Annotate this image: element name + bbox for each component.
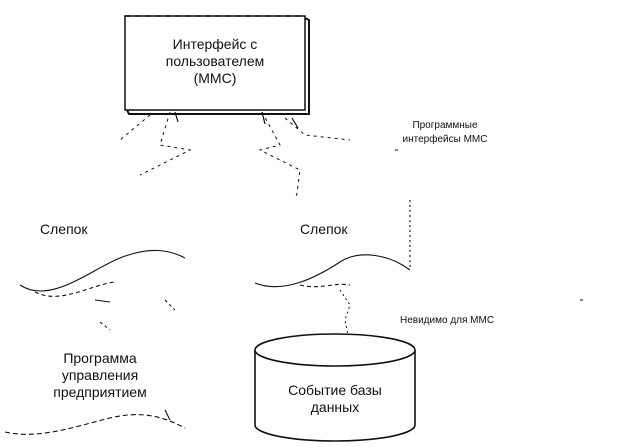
api-note-label: Программные интерфейсы ММС	[402, 120, 488, 145]
snapshot-mid-label: Слепок	[300, 221, 348, 237]
hmi-box-label: Интерфейс с пользователем (ММС)	[165, 36, 265, 86]
hmi-box	[124, 15, 310, 115]
snapshot-left-label: Слепок	[40, 221, 88, 237]
snapshot-mid-wave	[254, 200, 411, 288]
erp-connector	[99, 299, 176, 331]
snapshot-left-wave	[19, 249, 186, 303]
erp-wave	[4, 409, 186, 435]
api-connectors	[119, 111, 351, 201]
erp-program-label: Программа управления предприятием	[53, 350, 147, 400]
stray-marks	[395, 149, 583, 301]
invisible-note-label: Невидимо для ММС	[400, 315, 495, 326]
db-event-label: Событие базы данных	[288, 382, 382, 415]
snapshot-db-connector	[339, 289, 351, 336]
database-cylinder	[254, 333, 416, 442]
connector-marks	[174, 111, 299, 129]
